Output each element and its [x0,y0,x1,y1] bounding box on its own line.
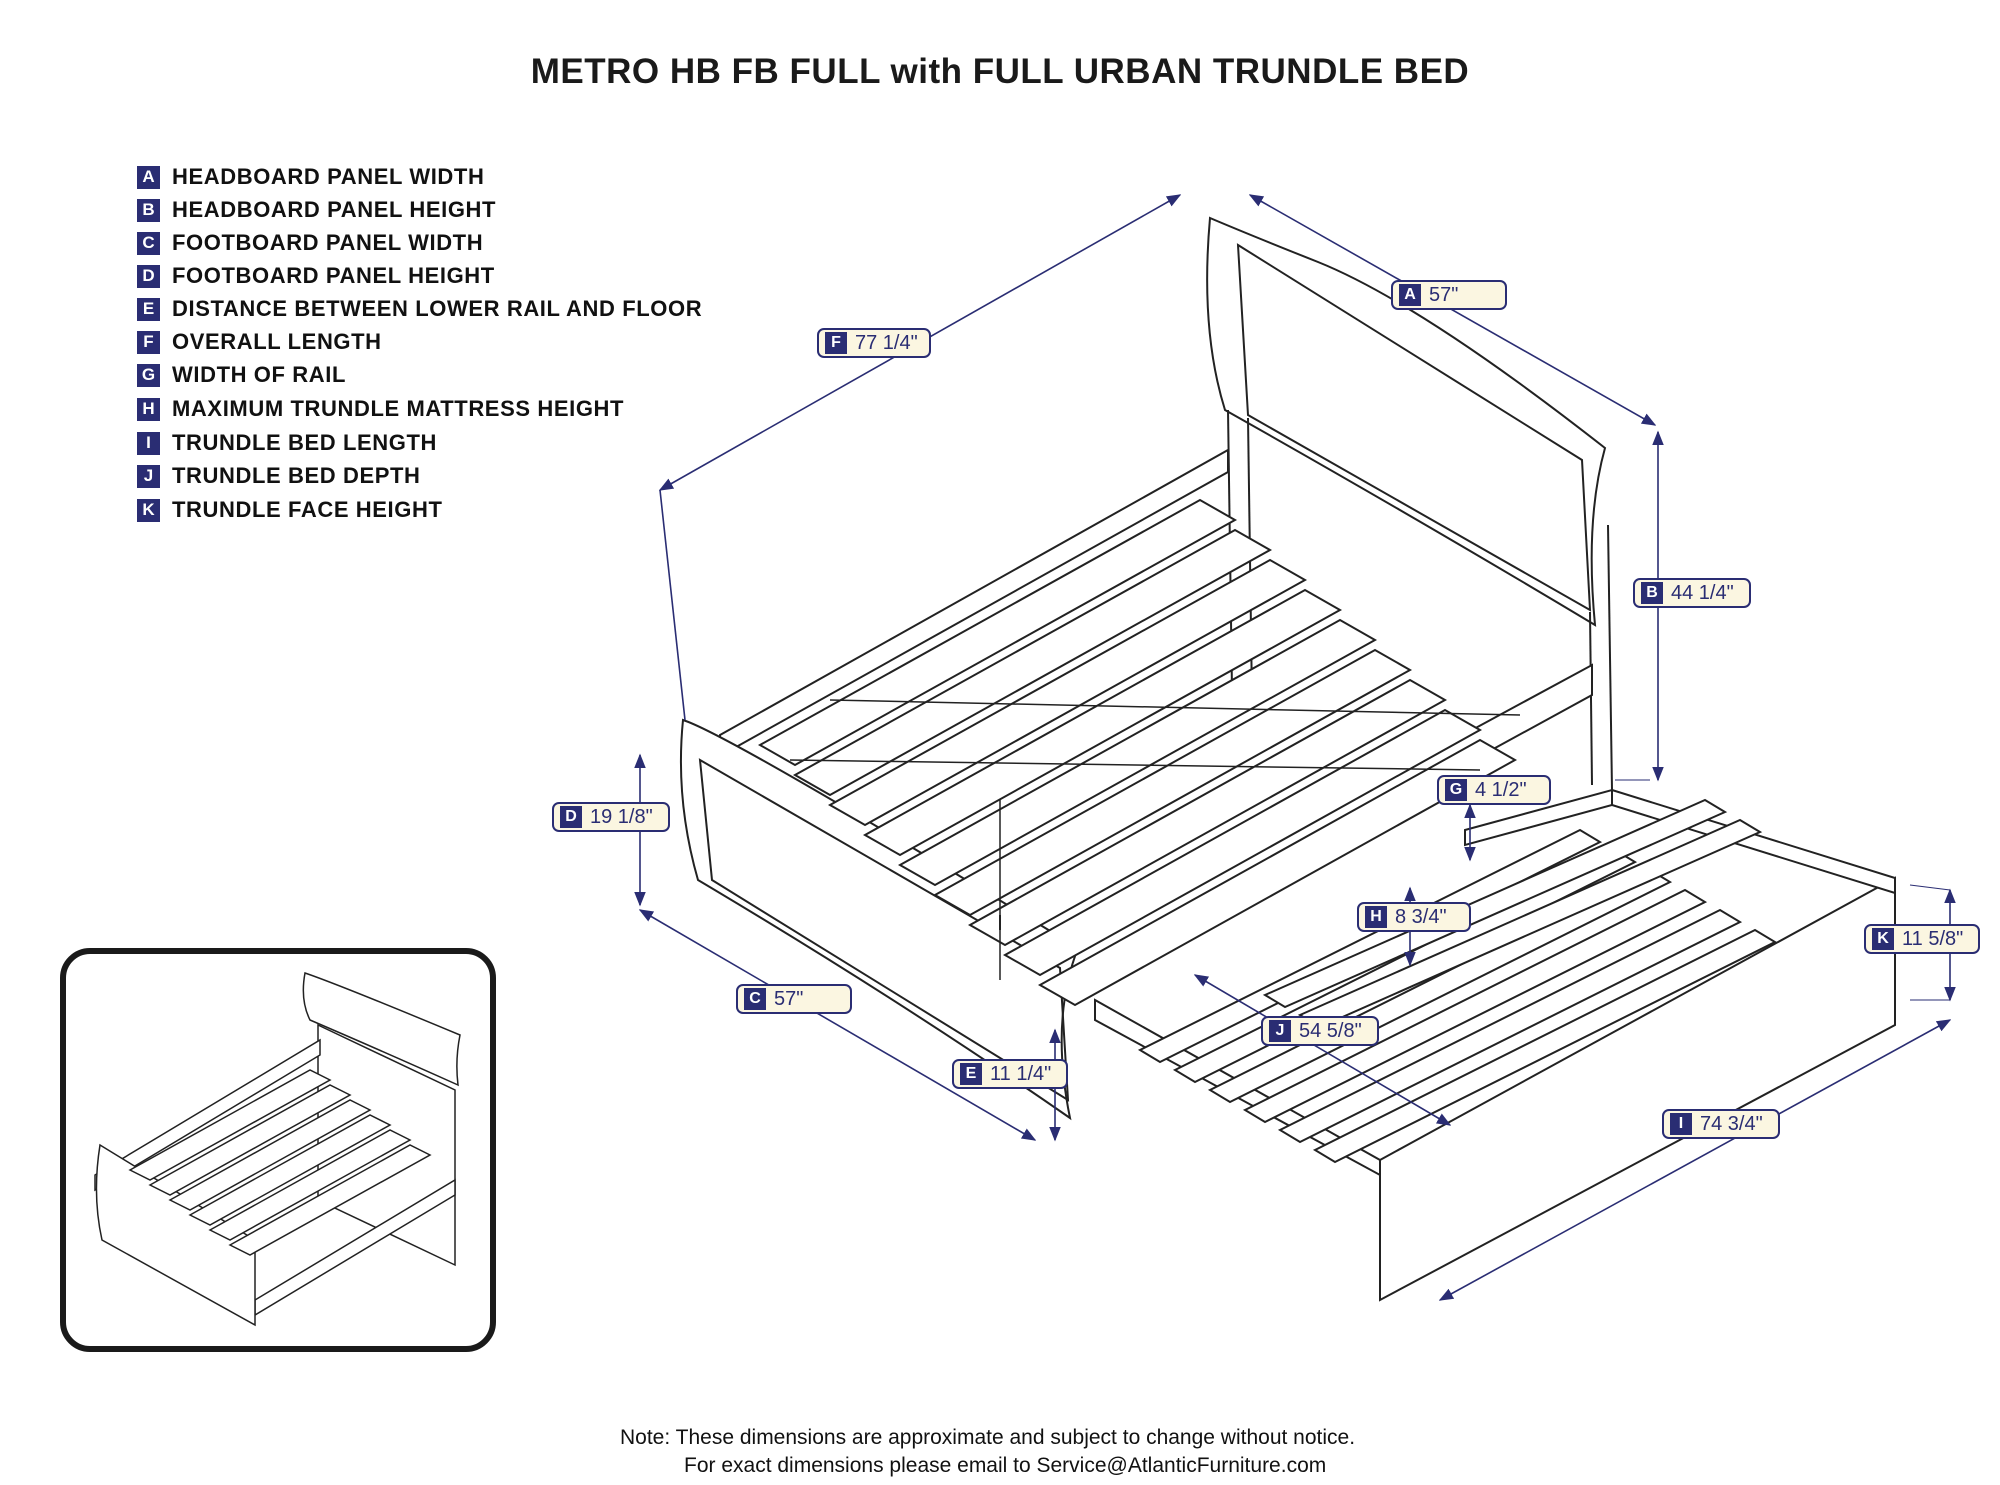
legend-text-c: FOOTBOARD PANEL WIDTH [172,230,484,255]
dim-tag-j: J 54 5/8" [1261,1016,1379,1046]
dim-tag-b: B 44 1/4" [1633,578,1751,608]
dim-tag-d: D 19 1/8" [552,802,670,832]
note-line-1: Note: These dimensions are approximate a… [620,1426,1356,1449]
dim-line-i [1438,1019,1952,1301]
legend-key-k: K [137,498,160,522]
dim-tag-b-value: 44 1/4" [1671,581,1734,604]
dim-tag-a-key: A [1399,284,1421,306]
legend-item-k: K TRUNDLE FACE HEIGHT [137,497,443,523]
dim-tag-c-key: C [744,988,766,1010]
legend-text-a: HEADBOARD PANEL WIDTH [172,164,485,189]
legend-text-e: DISTANCE BETWEEN LOWER RAIL AND FLOOR [172,296,703,321]
dim-tag-j-key: J [1269,1020,1291,1042]
legend-text-j: TRUNDLE BED DEPTH [172,463,421,488]
legend-key-b: B [137,198,160,222]
dim-tag-i: I 74 3/4" [1662,1109,1780,1139]
legend-key-g: G [137,363,160,387]
bed-slats [757,498,1518,1007]
legend-key-a: A [137,165,160,189]
dim-tag-a-value: 57" [1429,283,1459,306]
disclaimer-note: Note: These dimensions are approximate a… [620,1424,1355,1480]
diagram-title: METRO HB FB FULL with FULL URBAN TRUNDLE… [530,52,1470,91]
dim-tag-b-key: B [1641,582,1663,604]
legend-item-a: A HEADBOARD PANEL WIDTH [137,164,484,190]
legend-item-h: H MAXIMUM TRUNDLE MATTRESS HEIGHT [137,396,624,422]
dim-tag-e: E 11 1/4" [952,1059,1068,1089]
legend-item-f: F OVERALL LENGTH [137,329,382,355]
dim-tag-d-value: 19 1/8" [590,805,653,828]
legend-text-f: OVERALL LENGTH [172,329,382,354]
legend-text-h: MAXIMUM TRUNDLE MATTRESS HEIGHT [172,396,625,421]
dim-line-a [1248,194,1657,426]
dim-line-c [638,909,1037,1141]
dim-tag-g: G 4 1/2" [1437,775,1551,805]
legend-item-e: E DISTANCE BETWEEN LOWER RAIL AND FLOOR [137,296,702,322]
legend-item-c: C FOOTBOARD PANEL WIDTH [137,230,483,256]
dim-tag-h-value: 8 3/4" [1395,905,1447,928]
dim-tag-j-value: 54 5/8" [1299,1019,1362,1042]
legend-item-b: B HEADBOARD PANEL HEIGHT [137,197,496,223]
legend-text-g: WIDTH OF RAIL [172,362,346,387]
extension-lines [1615,779,1951,1001]
legend-key-c: C [137,231,160,255]
legend-key-h: H [137,397,160,421]
legend-key-d: D [137,264,160,288]
legend-text-b: HEADBOARD PANEL HEIGHT [172,197,497,222]
legend-item-g: G WIDTH OF RAIL [137,362,346,388]
dimension-lines [634,194,1956,1301]
dim-tag-e-value: 11 1/4" [990,1062,1052,1085]
legend-text-i: TRUNDLE BED LENGTH [172,430,438,455]
dim-tag-e-key: E [960,1063,982,1085]
dim-tag-i-value: 74 3/4" [1700,1112,1763,1135]
inset-frame [60,948,496,1352]
note-line-2: For exact dimensions please email to Ser… [684,1454,1327,1477]
dim-tag-g-value: 4 1/2" [1475,778,1527,801]
legend-text-d: FOOTBOARD PANEL HEIGHT [172,263,495,288]
dim-tag-k-key: K [1872,928,1894,950]
dim-tag-i-key: I [1670,1113,1692,1135]
dim-tag-h-key: H [1365,906,1387,928]
dim-tag-g-key: G [1445,779,1467,801]
legend-key-f: F [137,330,160,354]
dim-tag-d-key: D [560,806,582,828]
inset-bed-illustration [94,972,461,1327]
dim-tag-f-value: 77 1/4" [855,331,918,354]
dim-tag-a: A 57" [1391,280,1507,310]
legend-text-k: TRUNDLE FACE HEIGHT [172,497,443,522]
dim-tag-c-value: 57" [774,987,804,1010]
dim-tag-f: F 77 1/4" [817,328,931,358]
dim-tag-k-value: 11 5/8" [1902,927,1964,950]
dim-tag-h: H 8 3/4" [1357,902,1471,932]
dim-line-j [1193,974,1452,1126]
legend-item-j: J TRUNDLE BED DEPTH [137,463,421,489]
dim-tag-k: K 11 5/8" [1864,924,1980,954]
legend-key-j: J [137,464,160,488]
dim-tag-f-key: F [825,332,847,354]
legend-key-e: E [137,297,160,321]
legend-item-d: D FOOTBOARD PANEL HEIGHT [137,263,495,289]
dim-tag-c: C 57" [736,984,852,1014]
legend-key-i: I [137,431,160,455]
legend-item-i: I TRUNDLE BED LENGTH [137,430,437,456]
